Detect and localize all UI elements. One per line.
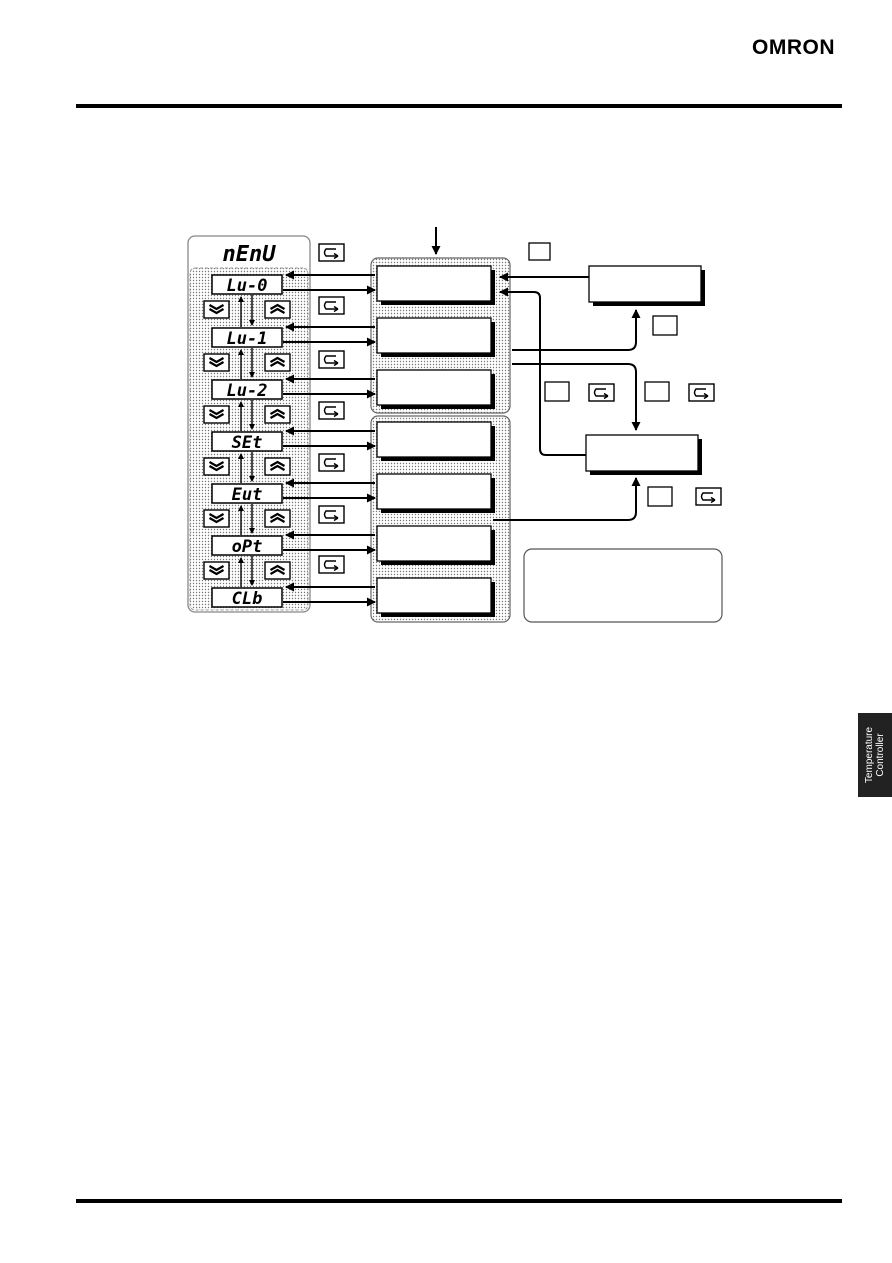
level-screen xyxy=(376,369,495,409)
enter-return-icon xyxy=(318,453,345,472)
menu-level-eut[interactable]: Eut xyxy=(211,483,283,505)
menu-title: nEnU xyxy=(223,242,277,267)
double-chevron-up-icon xyxy=(264,457,291,476)
key-button xyxy=(652,315,678,336)
enter-return-icon xyxy=(318,401,345,420)
double-chevron-down-icon xyxy=(203,561,230,580)
enter-return-icon xyxy=(318,296,345,315)
key-button xyxy=(647,486,673,507)
double-chevron-up-icon xyxy=(264,300,291,319)
enter-return-icon xyxy=(318,505,345,524)
enter-return-icon xyxy=(318,350,345,369)
double-chevron-down-icon xyxy=(203,405,230,424)
menu-level-label: Lu-1 xyxy=(227,329,268,349)
level-screen xyxy=(376,421,495,461)
menu-level-clb[interactable]: CLb xyxy=(211,587,283,609)
footer-rule xyxy=(76,1199,842,1203)
screen-right-1 xyxy=(588,265,705,306)
menu-level-set[interactable]: SEt xyxy=(211,431,283,453)
double-chevron-down-icon xyxy=(203,457,230,476)
menu-level-opt[interactable]: oPt xyxy=(211,535,283,557)
enter-return-icon xyxy=(688,383,715,402)
menu-level-label: oPt xyxy=(232,537,263,557)
enter-return-icon xyxy=(588,383,615,402)
double-chevron-down-icon xyxy=(203,509,230,528)
double-chevron-up-icon xyxy=(264,353,291,372)
section-tab-line1: Temperature xyxy=(864,726,876,784)
menu-level-lu-0[interactable]: Lu-0 xyxy=(211,274,283,296)
key-button xyxy=(644,381,670,402)
enter-return-icon xyxy=(695,487,722,506)
level-screen xyxy=(376,317,495,357)
level-screen xyxy=(376,577,495,617)
connector-lines xyxy=(493,272,641,521)
menu-level-label: Lu-2 xyxy=(227,381,268,401)
level-screen xyxy=(376,525,495,565)
menu-level-label: SEt xyxy=(232,433,263,453)
menu-level-label: Eut xyxy=(232,485,263,505)
menu-level-label: CLb xyxy=(232,589,263,609)
menu-level-label: Lu-0 xyxy=(227,276,268,296)
double-chevron-up-icon xyxy=(264,405,291,424)
double-chevron-up-icon xyxy=(264,509,291,528)
level-screen xyxy=(376,473,495,513)
key-button xyxy=(544,381,570,402)
enter-return-icon xyxy=(318,243,345,262)
note-box xyxy=(523,548,723,623)
key-button xyxy=(528,242,551,261)
screen-right-2 xyxy=(585,434,702,475)
header-rule xyxy=(76,104,842,108)
double-chevron-up-icon xyxy=(264,561,291,580)
enter-return-icon xyxy=(318,555,345,574)
double-chevron-down-icon xyxy=(203,353,230,372)
level-screen xyxy=(376,265,495,305)
omron-logo: OMRON xyxy=(752,36,835,59)
menu-level-lu-2[interactable]: Lu-2 xyxy=(211,379,283,401)
section-tab-line2: Controller xyxy=(875,733,887,777)
double-chevron-down-icon xyxy=(203,300,230,319)
menu-level-lu-1[interactable]: Lu-1 xyxy=(211,327,283,349)
